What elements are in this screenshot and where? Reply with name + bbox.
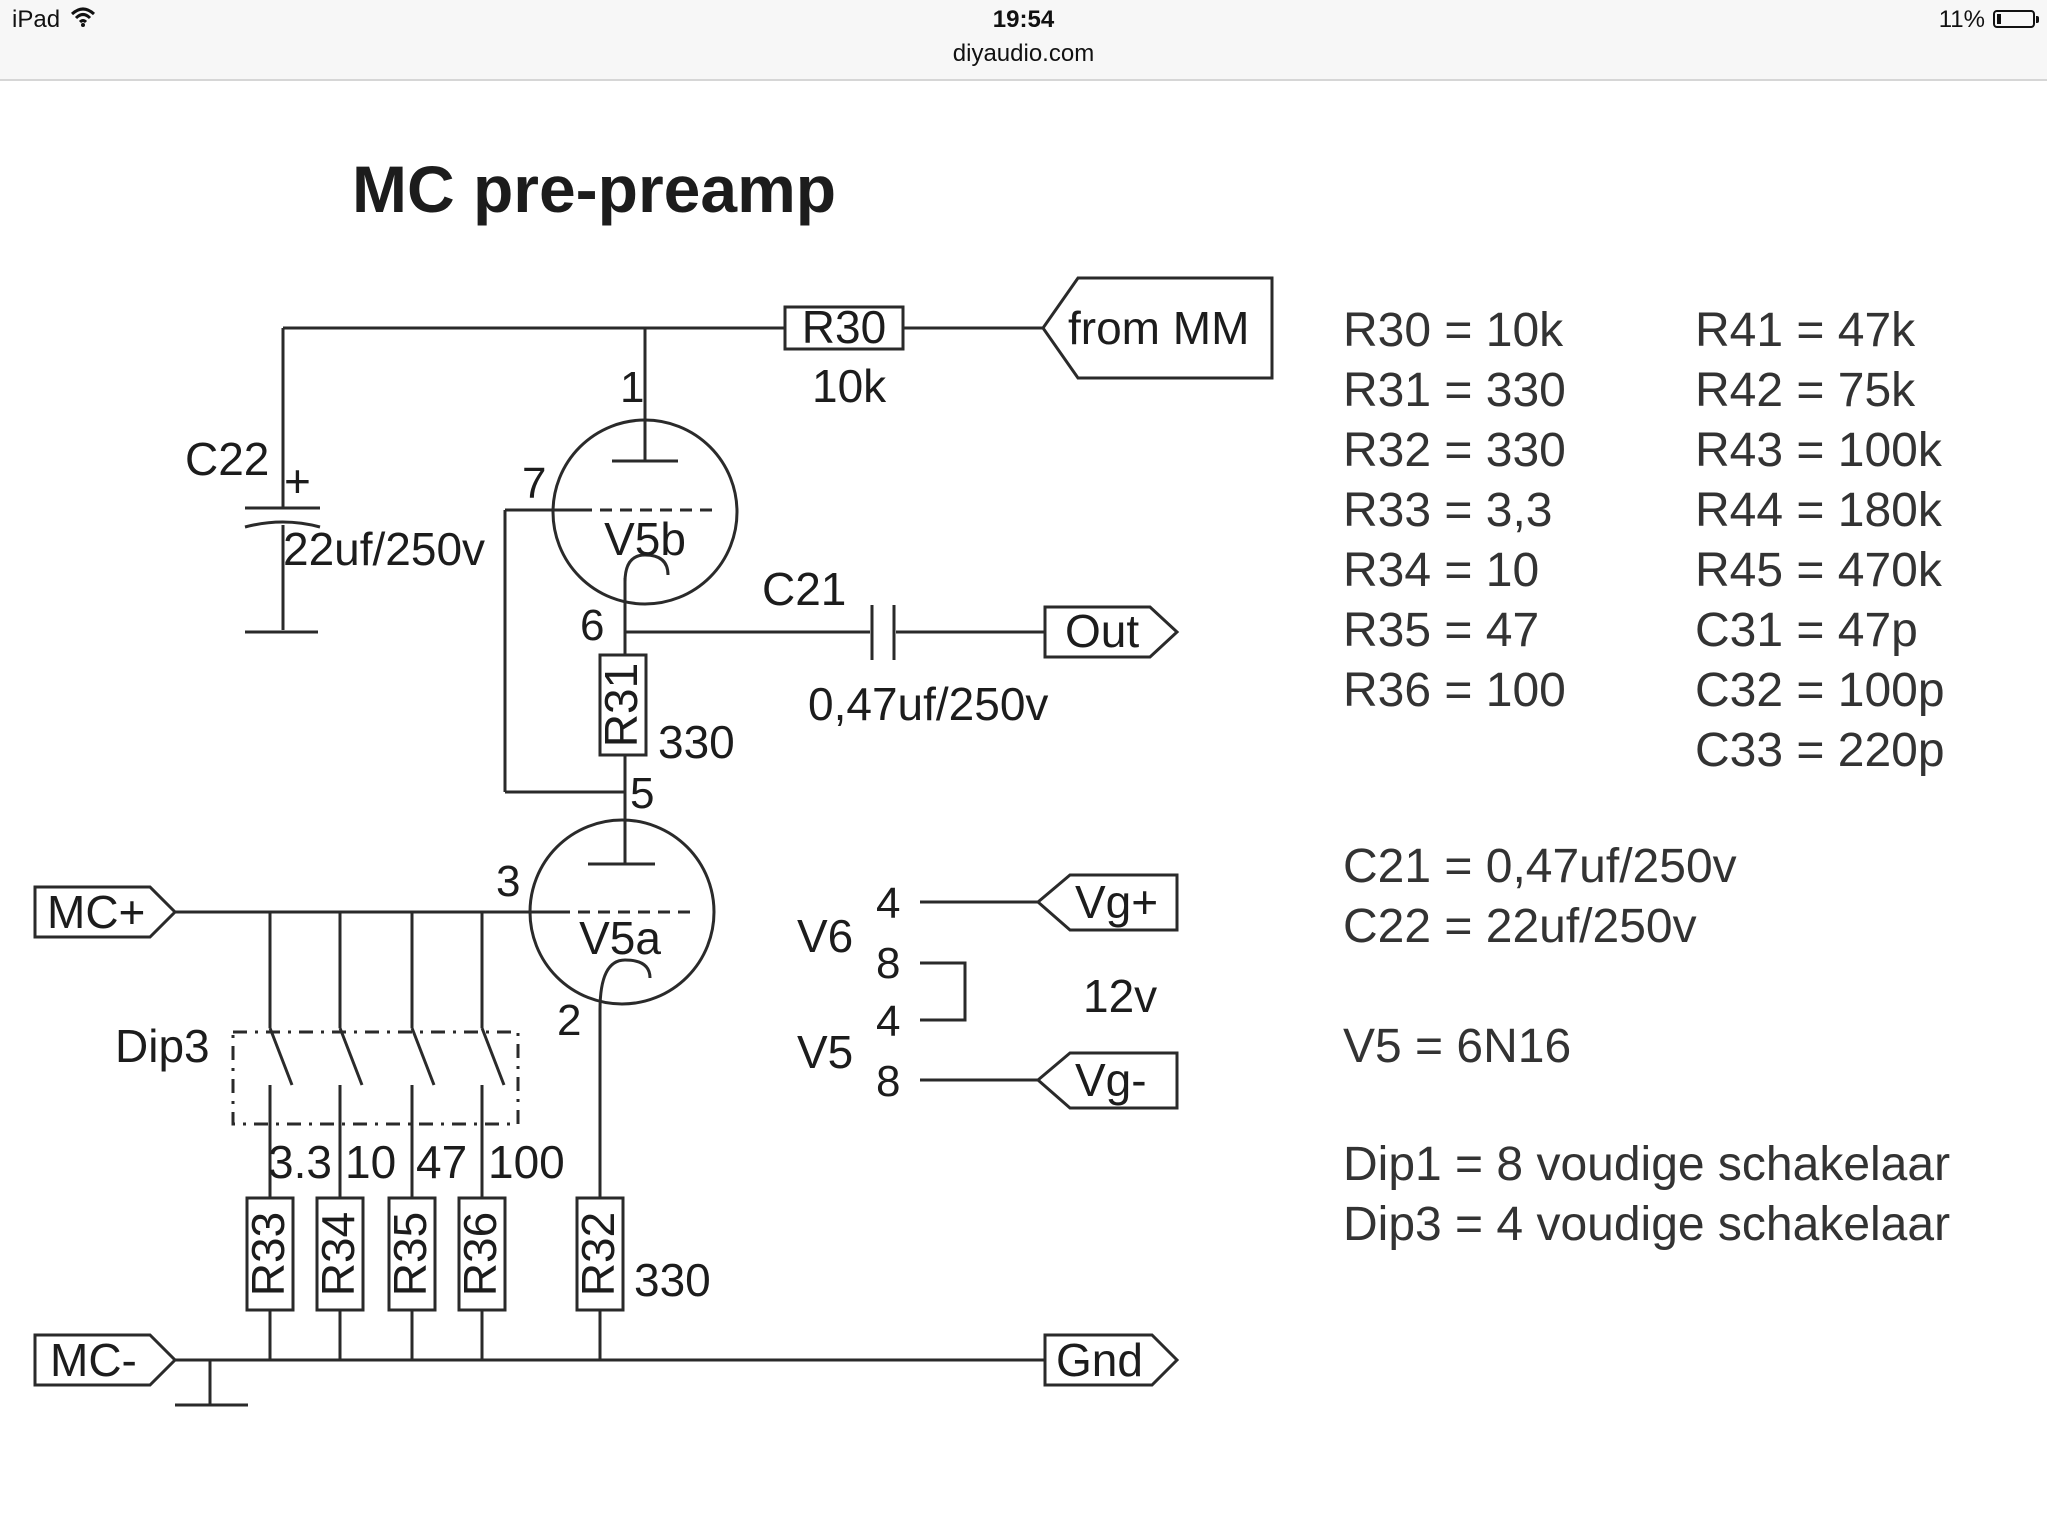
tube-v5b	[551, 418, 739, 606]
v6-label: V6	[797, 910, 853, 962]
value-list-item: R43 = 100k	[1695, 424, 1943, 477]
gnd-label: Gnd	[1056, 1334, 1143, 1386]
r30-value: 10k	[812, 360, 887, 412]
from-mm-label: from MM	[1068, 302, 1249, 354]
value-list-item: C21 = 0,47uf/250v	[1343, 840, 1737, 893]
v5-pin-8: 8	[876, 1057, 900, 1106]
pin-2: 2	[557, 996, 581, 1045]
diagram-title: MC pre-preamp	[352, 152, 836, 226]
v5-pin-4: 4	[876, 997, 900, 1046]
value-list-item: R41 = 47k	[1695, 304, 1916, 357]
v5-label: V5	[797, 1026, 853, 1078]
schematic-diagram: MC pre-preamp	[33, 152, 1950, 1407]
r32-value: 330	[634, 1254, 711, 1306]
out-label: Out	[1065, 605, 1139, 657]
value-list-item: R35 = 47	[1343, 604, 1539, 657]
pin-3: 3	[496, 857, 520, 906]
tube-type: V5 = 6N16	[1343, 1020, 1571, 1073]
capacitor-c21	[870, 605, 896, 660]
resistor-r32: R32	[572, 1196, 625, 1312]
c22-polarity: +	[284, 455, 311, 507]
c21-label: C21	[762, 563, 846, 615]
vg-minus-label: Vg-	[1075, 1054, 1147, 1106]
port-mc-plus: MC+	[33, 885, 178, 939]
r33-value: 3.3	[268, 1136, 332, 1188]
mc-plus-label: MC+	[47, 886, 145, 938]
port-mc-minus: MC-	[33, 1333, 178, 1387]
c22-label: C22	[185, 433, 269, 485]
value-list-item: R31 = 330	[1343, 364, 1566, 417]
c22-value: 22uf/250v	[283, 523, 485, 575]
port-from-mm: from MM	[1041, 276, 1274, 380]
battery-level	[1997, 14, 2001, 24]
resistor-r31: R31	[595, 653, 648, 757]
clock: 19:54	[992, 6, 1055, 33]
r35-value: 47	[416, 1136, 467, 1188]
resistor-r36: R36	[454, 1196, 507, 1312]
pin-5: 5	[630, 769, 654, 818]
r35-label: R35	[384, 1212, 436, 1296]
value-list-item: Dip1 = 8 voudige schakelaar	[1343, 1138, 1950, 1191]
v6-pin-8: 8	[876, 939, 900, 988]
capacitor-c22	[244, 506, 321, 529]
value-list-item: R42 = 75k	[1695, 364, 1916, 417]
port-gnd: Gnd	[1043, 1333, 1180, 1387]
r31-label: R31	[595, 663, 647, 747]
value-list-item: R30 = 10k	[1343, 304, 1564, 357]
c21-value: 0,47uf/250v	[808, 678, 1048, 730]
value-list-item: R32 = 330	[1343, 424, 1566, 477]
r34-value: 10	[345, 1136, 396, 1188]
r36-value: 100	[488, 1136, 565, 1188]
dip3-label: Dip3	[115, 1020, 210, 1072]
value-list-item: R45 = 470k	[1695, 544, 1943, 597]
heater-voltage: 12v	[1083, 970, 1157, 1022]
mc-minus-label: MC-	[50, 1334, 137, 1386]
v5b-label: V5b	[604, 513, 686, 565]
device-name: iPad	[12, 6, 61, 33]
status-bar: iPad 19:54 diyaudio.com 11%	[0, 0, 2047, 81]
value-list-item: C22 = 22uf/250v	[1343, 900, 1697, 953]
r31-value: 330	[658, 716, 735, 768]
v6-pin-4: 4	[876, 879, 900, 928]
resistor-r35: R35	[384, 1196, 437, 1312]
value-list-item: C33 = 220p	[1695, 724, 1945, 777]
port-vg-minus: Vg-	[1035, 1051, 1179, 1110]
pin-7: 7	[522, 459, 546, 508]
resistor-r34: R34	[312, 1196, 365, 1312]
tube-v5a	[528, 818, 716, 1011]
port-out: Out	[1043, 605, 1180, 659]
battery-icon	[1993, 10, 2039, 28]
url-display[interactable]: diyaudio.com	[952, 40, 1095, 67]
vg-plus-label: Vg+	[1075, 876, 1158, 928]
value-list-item: C31 = 47p	[1695, 604, 1918, 657]
wiring	[175, 326, 1045, 1407]
value-list-item: Dip3 = 4 voudige schakelaar	[1343, 1198, 1950, 1251]
dip3-switch	[231, 1030, 520, 1126]
pin-6: 6	[580, 601, 604, 650]
r34-label: R34	[312, 1212, 364, 1296]
r32-label: R32	[572, 1212, 624, 1296]
value-list-item: R33 = 3,3	[1343, 484, 1552, 537]
value-list-item: R44 = 180k	[1695, 484, 1943, 537]
battery-percent: 11%	[1938, 6, 1985, 33]
pin-1: 1	[620, 363, 644, 412]
value-list-item: R36 = 100	[1343, 664, 1566, 717]
value-list-item: R34 = 10	[1343, 544, 1539, 597]
port-vg-plus: Vg+	[1035, 873, 1179, 932]
value-list-item: C32 = 100p	[1695, 664, 1945, 717]
r36-label: R36	[454, 1212, 506, 1296]
r33-label: R33	[242, 1212, 294, 1296]
wifi-icon	[70, 6, 96, 33]
resistor-r33: R33	[242, 1196, 295, 1312]
v5a-label: V5a	[579, 912, 661, 964]
resistor-r30: R30	[783, 301, 905, 353]
r30-label: R30	[802, 301, 886, 353]
